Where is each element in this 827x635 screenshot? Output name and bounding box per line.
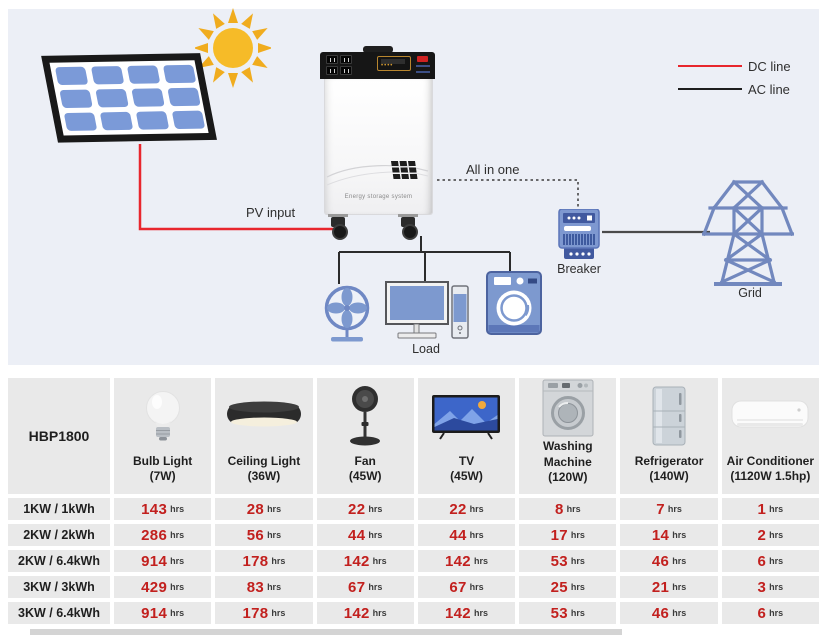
lcd-buttons: ••••	[381, 63, 394, 69]
column-washing-machine: Washing Machine (120W)	[519, 377, 617, 494]
air-conditioner-icon	[722, 378, 819, 454]
washing-machine-load-icon	[486, 271, 542, 335]
tv-icon	[418, 378, 515, 454]
unit-top-panel: ••••	[320, 52, 435, 79]
solar-panel-icon	[41, 53, 217, 143]
column-ceiling-light: Ceiling Light (36W)	[215, 378, 313, 494]
column-refrigerator: Refrigerator (140W)	[620, 378, 718, 494]
caster-wheel-icon	[398, 214, 418, 240]
ac-outlets	[326, 55, 354, 76]
outlet-icon	[326, 55, 338, 64]
outlet-icon	[340, 55, 352, 64]
grid-tower-icon	[702, 179, 794, 286]
battery-config-label: 1KW / 1kWh	[8, 498, 110, 520]
bulb-icon	[114, 378, 211, 454]
bottom-strip	[30, 629, 622, 635]
lcd-screen	[381, 59, 405, 64]
battery-config-label: 3KW / 6.4kWh	[8, 602, 110, 624]
mini-pv-icon	[391, 161, 418, 179]
runtime-table: HBP1800 Bulb Light (7W)	[8, 378, 819, 624]
ceiling-light-icon	[215, 378, 312, 454]
computer-load-icon	[385, 281, 469, 339]
energy-storage-unit: •••• Energy storage system	[320, 46, 435, 242]
column-fan: Fan (45W)	[316, 378, 414, 494]
fan-icon	[317, 378, 414, 454]
unit-handle	[363, 46, 393, 53]
caster-wheel-icon	[328, 214, 348, 240]
battery-config-label: 3KW / 3kWh	[8, 576, 110, 598]
legend-ac-label: AC line	[748, 82, 790, 97]
power-switch	[417, 56, 428, 62]
column-tv: TV (45W)	[417, 378, 516, 494]
control-buttons	[416, 65, 430, 75]
refrigerator-icon	[620, 378, 717, 454]
column-air-conditioner: Air Conditioner (1120W 1.5hp)	[721, 378, 819, 494]
all-in-one-label: All in one	[466, 162, 520, 177]
unit-label: Energy storage system	[344, 194, 413, 200]
column-bulb-light: Bulb Light (7W)	[114, 378, 212, 494]
breaker-icon	[558, 209, 600, 259]
washing-machine-icon	[519, 377, 616, 439]
model-cell: HBP1800	[8, 378, 110, 494]
outlet-icon	[340, 66, 352, 75]
breaker-label: Breaker	[557, 262, 601, 276]
outlet-icon	[326, 66, 338, 75]
legend-dc-label: DC line	[748, 59, 791, 74]
unit-body-graphics	[326, 161, 429, 186]
lcd-display: ••••	[377, 56, 411, 71]
pv-input-label: PV input	[246, 205, 296, 220]
unit-body: Energy storage system	[324, 79, 433, 215]
fan-load-icon	[324, 285, 370, 342]
grid-label: Grid	[738, 286, 762, 300]
battery-config-label: 2KW / 6.4kWh	[8, 550, 110, 572]
battery-config-label: 2KW / 2kWh	[8, 524, 110, 546]
load-label: Load	[412, 342, 440, 356]
